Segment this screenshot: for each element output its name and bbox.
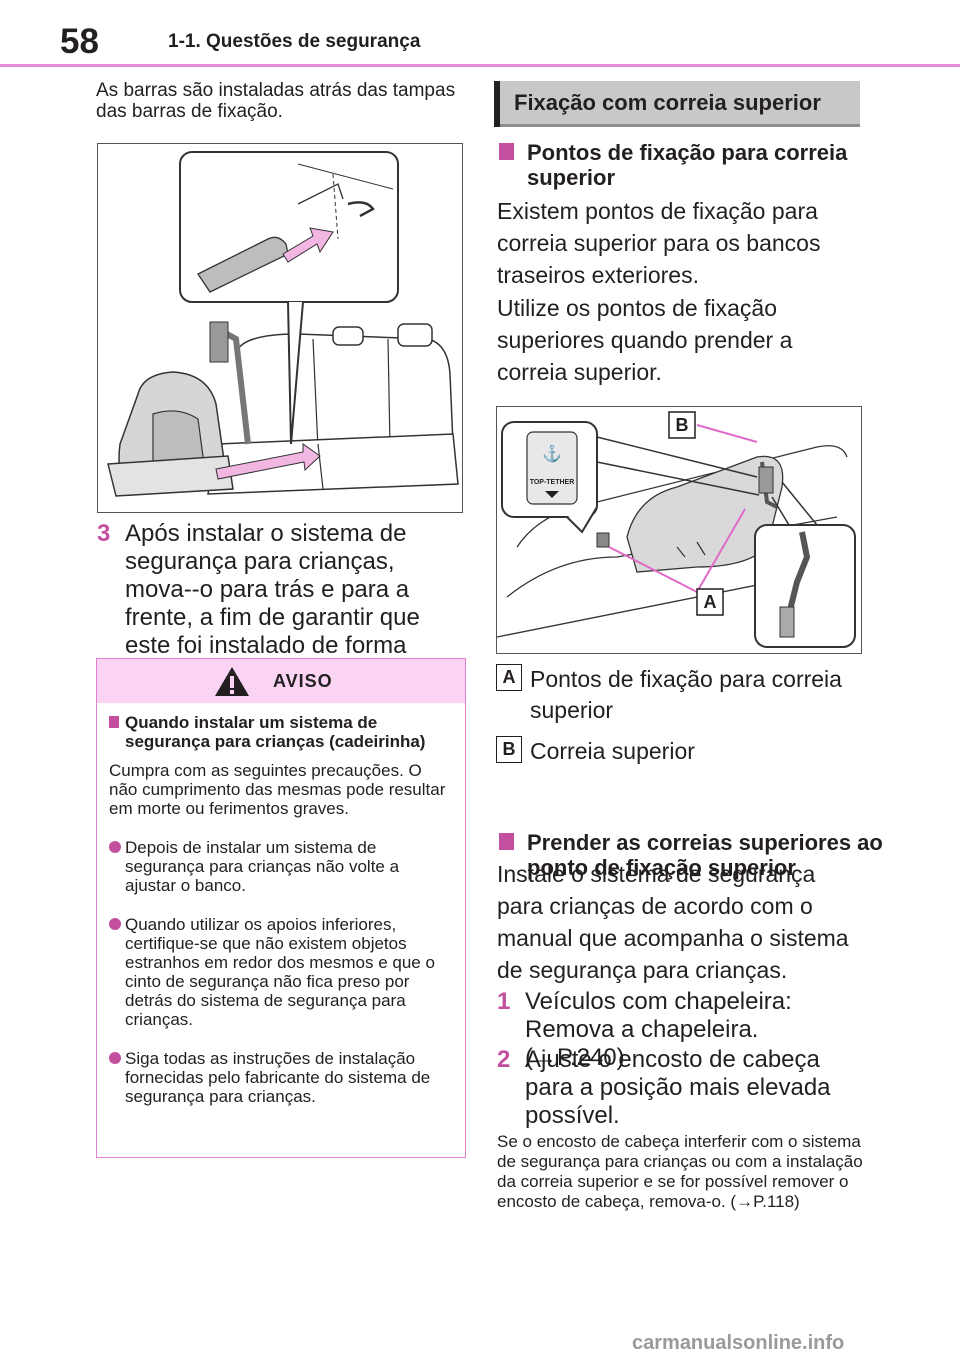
child-seat-drawing <box>107 151 459 497</box>
child-seat-illustration <box>97 143 463 513</box>
watermark: carmanualsonline.info <box>632 1332 845 1354</box>
round-bullet-icon <box>109 1052 121 1064</box>
square-bullet-icon <box>499 833 514 850</box>
warning-body: Quando instalar um sistema de segurança … <box>109 713 453 1106</box>
step-number: 1 <box>497 988 511 1015</box>
step-number: 3 <box>97 520 111 547</box>
round-bullet-icon <box>109 918 121 930</box>
legend-text-b: Correia superior <box>530 738 695 764</box>
top-tether-illustration: ⚓ TOP-TETHER B A <box>496 406 862 654</box>
warning-bullet-2: Quando utilizar os apoios inferiores, ce… <box>109 915 453 1029</box>
intro-text: As barras são instaladas atrás das tampa… <box>96 80 456 122</box>
header-rule <box>0 64 960 67</box>
paragraph-2: Utilize os pontos de fixação superiores … <box>497 295 793 385</box>
warning-bullet-1: Depois de instalar um sistema de seguran… <box>109 838 453 895</box>
square-bullet-icon <box>499 143 514 160</box>
heading-bar <box>494 81 500 127</box>
top-tether-tag: TOP-TETHER <box>530 479 575 486</box>
warning-subheading: Quando instalar um sistema de segurança … <box>109 713 453 751</box>
warning-box: AVISO Quando instalar um sistema de segu… <box>96 658 466 1158</box>
legend-text-a: Pontos de fixação para correia superior <box>530 666 842 723</box>
warning-header: AVISO <box>97 659 465 703</box>
warning-intro: Cumpra com as seguintes precauções. O nã… <box>109 761 446 818</box>
top-tether-drawing: ⚓ TOP-TETHER B A <box>496 411 856 648</box>
section-title: 1-1. Questões de segurança <box>168 31 421 52</box>
headrest-note: Se o encosto de cabeça interferir com o … <box>497 1132 863 1211</box>
legend-label-a: A <box>496 664 522 691</box>
page-number: 58 <box>60 22 99 61</box>
figure-label-a: A <box>704 592 717 612</box>
figure-label-b: B <box>676 415 689 435</box>
step-1: 1 Veículos com chapeleira: Remova a chape… <box>497 988 867 1072</box>
warning-bullet-3: Siga todas as instruções de instalação f… <box>109 1049 453 1106</box>
subheading-anchor-points: Pontos de fixação para correia superior <box>497 140 897 190</box>
paragraph-3: Instale o sistema de segurança para cria… <box>497 861 849 983</box>
step-text: Veículos com chapeleira: Remova a chapel… <box>525 988 792 1071</box>
round-bullet-icon <box>109 841 121 853</box>
section-heading: Fixação com correia superior <box>494 81 860 127</box>
section-heading-text: Fixação com correia superior <box>514 90 821 115</box>
square-bullet-icon <box>109 716 119 728</box>
warning-title: AVISO <box>273 671 333 691</box>
subheading-attach-straps: Prender as correias superiores ao ponto … <box>497 830 897 880</box>
paragraph-1: Existem pontos de fixação para correia s… <box>497 198 821 288</box>
step-2: 2 Ajuste o encosto de cabeça para a posiç… <box>497 1046 867 1130</box>
legend-label-b: B <box>496 736 522 763</box>
step-text: Ajuste o encosto de cabeça para a posiçã… <box>525 1046 831 1129</box>
step-number: 2 <box>497 1046 511 1073</box>
warning-triangle-icon <box>215 667 249 696</box>
svg-text:⚓: ⚓ <box>542 444 562 463</box>
